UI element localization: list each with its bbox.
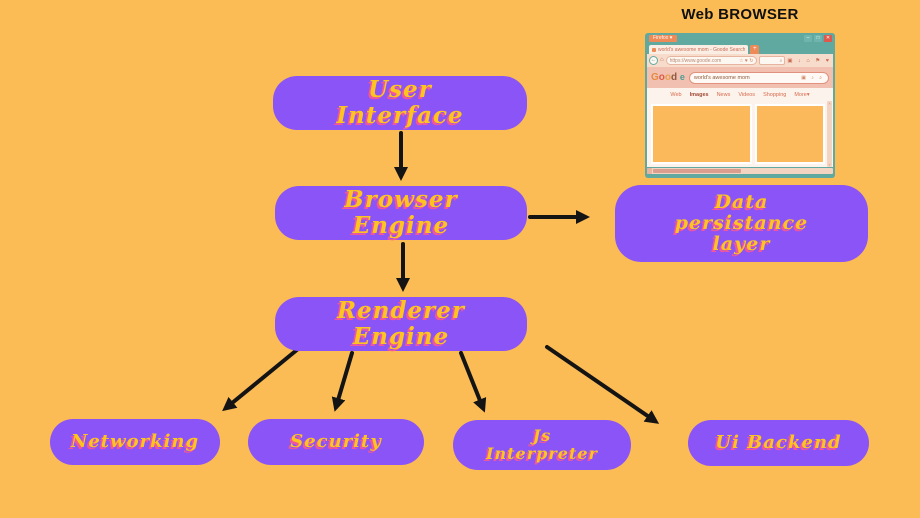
logo-letter: d	[671, 72, 678, 83]
node-label: Security	[290, 430, 382, 452]
url-text: https://www.goode.com	[669, 57, 722, 64]
nav-web: Web	[670, 91, 682, 98]
node-label: Data	[714, 190, 769, 213]
back-icon: ←	[649, 56, 658, 65]
node-label: Ui Backend	[715, 431, 842, 453]
search-nav-row: Web Images News Videos Shopping More▾	[647, 88, 833, 101]
browser-tab-row: world's awesome mom - Goode Search +	[647, 43, 833, 54]
search-input: world's awesome mom ▣ ♪ ⌕	[688, 71, 829, 84]
node-label: persistance	[674, 211, 809, 234]
result-panel-left	[651, 104, 752, 164]
node-browser-engine: Browser Engine	[275, 186, 527, 240]
search-page-header: Good e world's awesome mom ▣ ♪ ⌕	[647, 67, 833, 88]
home-icon: ⌂	[660, 57, 664, 63]
edge-renderer-engine-to-security	[331, 351, 354, 412]
result-panel-right	[755, 104, 825, 164]
node-label: Engine	[352, 323, 450, 350]
node-label: Js	[532, 426, 552, 446]
node-label: Networking	[70, 430, 200, 452]
node-ui-backend: Ui Backend	[688, 420, 869, 466]
search-results-area: ˄˅	[647, 101, 833, 167]
node-user-interface: User Interface	[273, 76, 527, 130]
url-field: https://www.goode.com ☆ ♥ ↻	[665, 56, 758, 65]
browser-titlebar: Firefox ♥ – □ ✕	[647, 33, 833, 43]
node-js-interpreter: Js Interpreter	[453, 420, 631, 470]
nav-images: Images	[689, 91, 709, 98]
browser-window-illustration: Firefox ♥ – □ ✕ world's awesome mom - Go…	[645, 33, 835, 178]
node-renderer-engine: Renderer Engine	[275, 297, 527, 351]
edge-renderer-engine-to-js-interpreter	[459, 351, 487, 413]
toolbar-icons: ▣ ↓ ⌂ ⚑ ♥	[787, 57, 831, 64]
nav-more: More▾	[794, 91, 810, 98]
logo-letter: o	[658, 72, 665, 83]
node-label: Engine	[352, 212, 450, 239]
logo-letter-e: e	[679, 72, 685, 82]
edge-renderer-engine-to-networking	[222, 347, 300, 412]
logo-letter: G	[651, 72, 659, 83]
search-query-text: world's awesome mom	[693, 74, 750, 81]
close-icon: ✕	[824, 35, 832, 42]
nav-shopping: Shopping	[763, 91, 787, 98]
browser-preview-heading: Web BROWSER	[681, 6, 799, 23]
horizontal-scrollbar	[647, 168, 833, 174]
scroll-thumb	[653, 169, 741, 173]
nav-news: News	[716, 91, 731, 98]
node-label: Browser	[344, 186, 458, 214]
node-networking: Networking	[50, 419, 220, 465]
node-label: Renderer	[336, 297, 466, 325]
camera-mic-search-icons: ▣ ♪ ⌕	[801, 74, 824, 81]
search-box: ⌕	[759, 56, 786, 65]
new-tab-icon: +	[750, 45, 760, 54]
scroll-down-icon: ˅	[828, 162, 831, 167]
maximize-icon: □	[814, 35, 822, 42]
node-label: layer	[712, 233, 771, 256]
node-label: Interface	[336, 102, 464, 129]
edge-renderer-engine-to-ui-backend	[545, 345, 660, 424]
window-title: Firefox ♥	[649, 35, 677, 42]
tab-title: world's awesome mom - Goode Search	[658, 46, 746, 53]
window-controls: – □ ✕	[804, 35, 832, 42]
scroll-corner	[647, 168, 652, 174]
logo-letter: o	[664, 72, 671, 83]
favicon-icon	[652, 47, 656, 52]
goode-logo: Good e	[651, 72, 685, 83]
node-label: User	[368, 76, 432, 104]
vertical-scrollbar: ˄˅	[827, 101, 832, 167]
nav-videos: Videos	[738, 91, 756, 98]
browser-tab: world's awesome mom - Goode Search	[649, 45, 749, 54]
node-data-persistance-layer: Data persistance layer	[615, 185, 868, 262]
scroll-up-icon: ˄	[828, 101, 831, 106]
node-security: Security	[248, 419, 424, 465]
browser-toolbar: ← ⌂ https://www.goode.com ☆ ♥ ↻ ⌕ ▣ ↓ ⌂ …	[647, 54, 833, 67]
minimize-icon: –	[804, 35, 812, 42]
node-label: Interpreter	[486, 444, 598, 463]
bookmark-refresh-icons: ☆ ♥ ↻	[739, 57, 754, 64]
